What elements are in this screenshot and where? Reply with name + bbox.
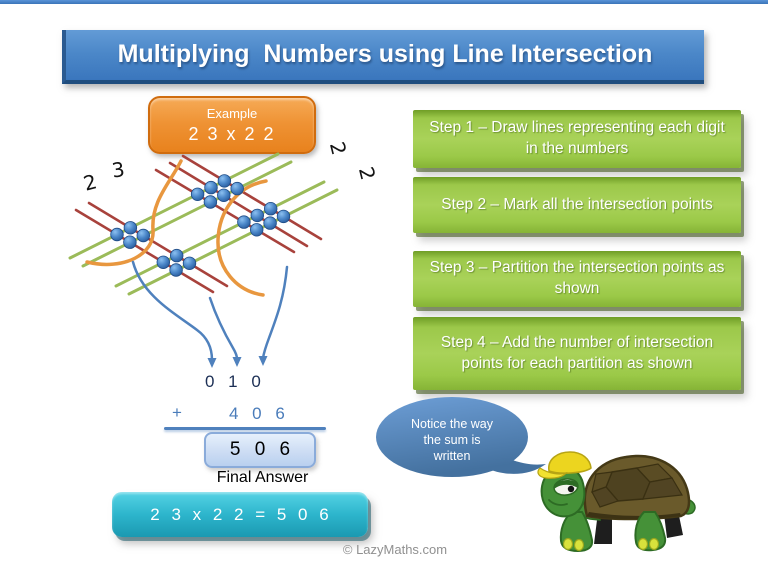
final-answer-box: 2 3 x 2 2 = 5 0 6 (112, 492, 368, 537)
copyright-text: © LazyMaths.com (342, 542, 448, 557)
example-expression: 2 3 x 2 2 (188, 124, 276, 144)
top-border-strip (0, 0, 768, 4)
step-2-text: Step 2 – Mark all the intersection point… (441, 195, 713, 213)
example-box: Example 2 3 x 2 2 (148, 96, 316, 154)
first-number-digit-1: 2 (81, 169, 100, 195)
arrowhead-icon (207, 358, 217, 368)
step-3-text: Step 3 – Partition the intersection poin… (429, 259, 725, 297)
sum-rule-line (164, 427, 326, 430)
example-label: Example (206, 106, 258, 121)
turtle-shell-pattern (591, 463, 683, 508)
sum-carry-row: 0 1 0 (205, 372, 261, 391)
intersection-dots (110, 174, 291, 277)
second-number-lines (68, 152, 339, 296)
plus-sign: + (172, 403, 182, 422)
first-number-digit-2: 3 (110, 157, 126, 183)
turtle-eye (553, 478, 579, 496)
step-4-text: Step 4 – Add the number of intersection … (440, 333, 714, 372)
arrowhead-icon (258, 356, 268, 366)
turtle-mascot (537, 451, 696, 553)
step-3-box: Step 3 – Partition the intersection poin… (413, 251, 741, 307)
sum-arrows (131, 260, 289, 368)
speech-bubble-line-2: the sum is (424, 433, 481, 447)
arrowhead-icon (232, 357, 242, 367)
step-4-box: Step 4 – Add the number of intersection … (413, 317, 741, 390)
speech-bubble-line-3: written (433, 449, 471, 463)
step-1-box: Step 1 – Draw lines representing each di… (413, 110, 741, 168)
slide-title: Multiplying Numbers using Line Intersect… (62, 30, 704, 84)
speech-bubble-line-1: Notice the way (411, 417, 494, 431)
final-answer-label: Final Answer (216, 469, 309, 486)
step-1-text: Step 1 – Draw lines representing each di… (429, 119, 725, 157)
turtle-mouth (548, 499, 568, 506)
turtle-cap (548, 451, 592, 474)
turtle-toenails (562, 537, 660, 552)
sum-result-box: 5 0 6 (204, 432, 316, 468)
speech-bubble: Notice the way the sum is written (376, 397, 546, 477)
sum-addend-row: 4 0 6 (229, 404, 285, 423)
second-number-digit-1: 2 (325, 139, 351, 157)
second-number-digit-2: 2 (354, 164, 380, 182)
step-2-box: Step 2 – Mark all the intersection point… (413, 177, 741, 233)
partition-curve-left (85, 159, 183, 267)
turtle-cap-brim (537, 467, 568, 479)
